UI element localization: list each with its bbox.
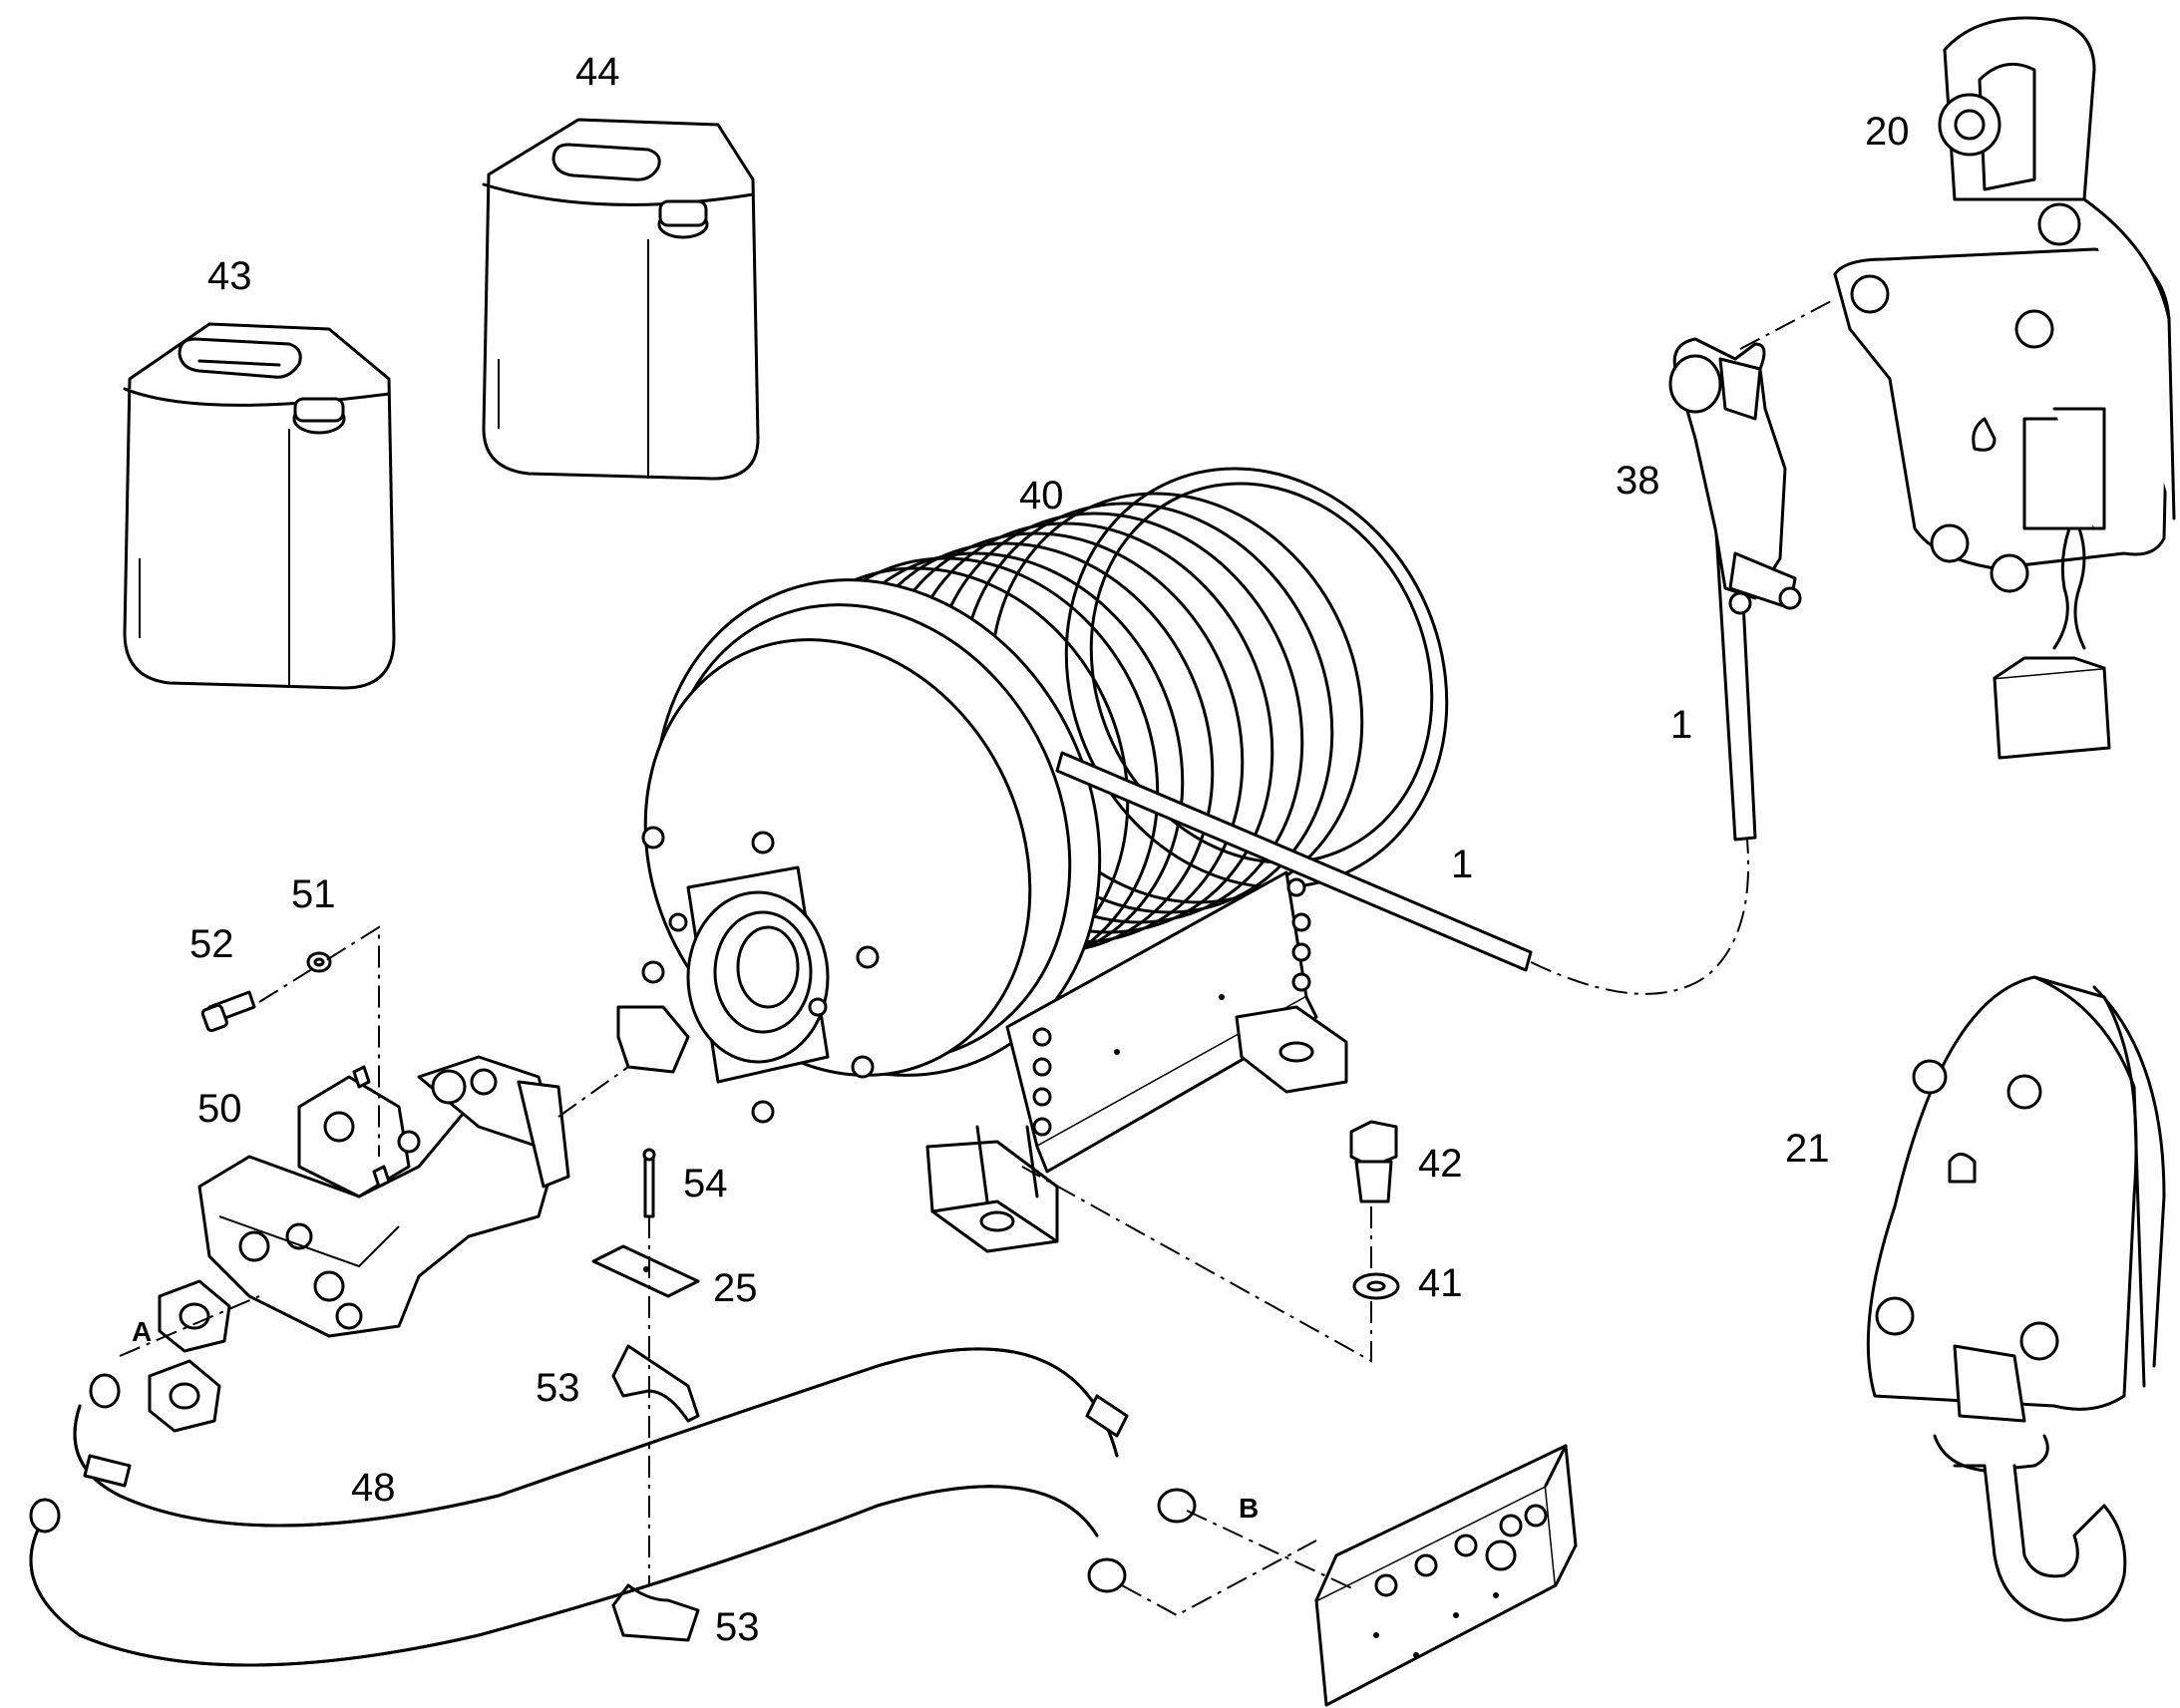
flange-a-upper	[158, 1279, 231, 1353]
canister-43	[123, 322, 396, 690]
washer-41	[1352, 1272, 1400, 1300]
port-label-a: A	[132, 1316, 152, 1347]
callout-1-socket: 1	[1670, 703, 1692, 747]
callout-44: 44	[575, 50, 620, 94]
callout-52: 52	[189, 922, 234, 966]
callout-54: 54	[683, 1162, 728, 1205]
callout-50: 50	[197, 1087, 242, 1131]
motor-bolt-leader	[258, 925, 629, 1157]
hose-48	[29, 1347, 1197, 1667]
port-a-leader	[119, 1295, 260, 1357]
callout-53-upper: 53	[536, 1366, 580, 1410]
callout-51: 51	[291, 872, 336, 916]
callout-38: 38	[1616, 459, 1660, 503]
callout-41: 41	[1418, 1261, 1463, 1305]
clamp-bolt-54	[642, 1148, 656, 1218]
winch-drum-40	[616, 467, 1449, 1253]
callout-43: 43	[207, 254, 252, 298]
callout-1-rope: 1	[1451, 843, 1473, 886]
hydraulic-motor-50	[197, 1055, 570, 1338]
callout-53-lower: 53	[715, 1605, 760, 1649]
port-b-leader	[1121, 1510, 1357, 1617]
rope-socket-38	[1668, 298, 1836, 615]
washer-51	[306, 951, 332, 973]
callout-20: 20	[1865, 110, 1910, 154]
clamp-plate-25	[591, 1244, 700, 1298]
port-label-b: B	[1239, 1493, 1259, 1524]
frame-bolt-leader	[1021, 1166, 1372, 1363]
callout-48: 48	[351, 1466, 396, 1510]
pulley-block-20	[1833, 16, 2176, 760]
callout-40: 40	[1019, 474, 1064, 517]
clamp-half-53-upper	[611, 1344, 700, 1423]
manifold-block	[1314, 1444, 1578, 1707]
callout-25: 25	[713, 1266, 758, 1310]
callout-21: 21	[1785, 1127, 1830, 1171]
flange-a-lower	[148, 1359, 221, 1433]
bolt-42	[1349, 1120, 1398, 1203]
bolt-52	[200, 990, 256, 1033]
callout-42: 42	[1418, 1142, 1463, 1186]
hook-block-21	[1866, 975, 2166, 1622]
canister-44	[482, 118, 760, 481]
clamp-half-53-lower	[611, 1583, 700, 1642]
